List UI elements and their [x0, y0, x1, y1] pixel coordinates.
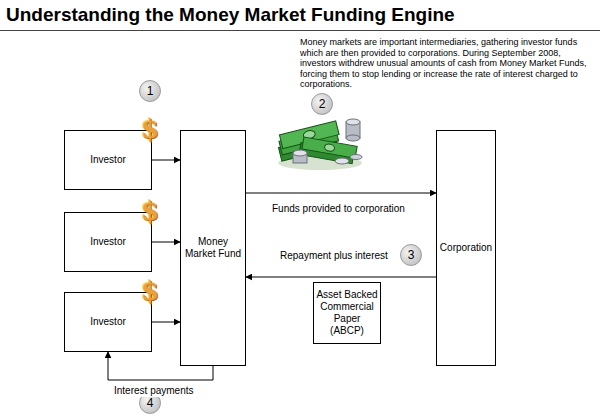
node-text: Investor — [90, 154, 126, 166]
flow-arrow — [152, 322, 180, 323]
dollar-symbol: $ — [141, 115, 159, 143]
investor-box: Investor — [64, 212, 152, 272]
flow-arrow — [246, 277, 436, 278]
dollar-symbol: $ — [141, 277, 159, 305]
flow-arrow — [152, 242, 180, 243]
node-text: Investor — [90, 236, 126, 248]
callout-number: 3 — [400, 244, 422, 266]
node-text: Money Market Fund — [183, 236, 243, 260]
diagram-title: Understanding the Money Market Funding E… — [6, 4, 455, 26]
node-text: Asset Backed Commercial Paper (ABCP) — [316, 289, 378, 337]
money-pile-illustration — [276, 119, 362, 170]
abcp-box: Asset Backed Commercial Paper (ABCP) — [313, 282, 381, 344]
dollar-symbol: $ — [141, 197, 159, 225]
flow-arrow — [246, 193, 436, 194]
callout-number: 2 — [311, 93, 333, 115]
flow-arrow — [152, 160, 180, 161]
fund-box: Money Market Fund — [180, 130, 246, 366]
title-rule — [0, 30, 600, 31]
node-text: Investor — [90, 316, 126, 328]
callout-number: 1 — [139, 80, 161, 102]
edge-label: Funds provided to corporation — [270, 203, 407, 215]
edge-label: Repayment plus interest — [278, 250, 390, 262]
description-note: Money markets are important intermediari… — [300, 37, 592, 90]
investor-box: Investor — [64, 292, 152, 352]
node-text: Corporation — [440, 242, 492, 254]
corporation-box: Corporation — [436, 130, 496, 366]
investor-box: Investor — [64, 130, 152, 190]
edge-label: Interest payments — [112, 385, 195, 397]
